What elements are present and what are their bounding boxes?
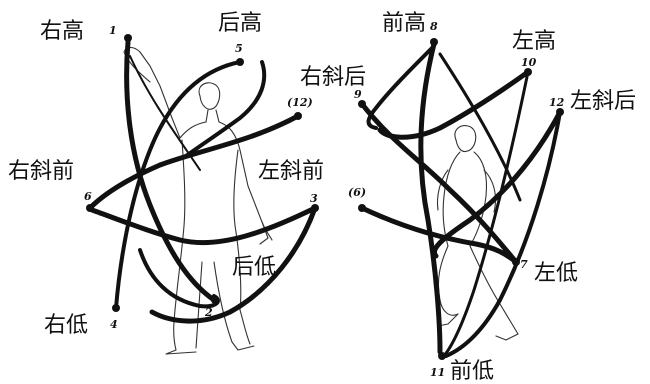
label-back-high: 后高 xyxy=(218,11,262,36)
left-figure-outline xyxy=(123,46,273,355)
label-right-diag-front: 右斜前 xyxy=(8,159,74,184)
point-7-num: 7 xyxy=(520,258,528,271)
point-1-num: 1 xyxy=(109,24,117,37)
label-left-high: 左高 xyxy=(512,29,556,54)
label-right-low: 右低 xyxy=(44,313,88,338)
point-7-dot xyxy=(512,258,520,266)
point-5-dot xyxy=(236,58,244,66)
point-9-dot xyxy=(358,100,366,108)
point-6-num: 6 xyxy=(84,190,92,203)
point-6-dot xyxy=(86,204,94,212)
label-back-low: 后低 xyxy=(232,255,276,280)
right-figure-paths xyxy=(359,41,563,358)
point-2-num: 2 xyxy=(204,306,213,319)
point-4-dot xyxy=(112,304,120,312)
label-front-low: 前低 xyxy=(450,359,494,384)
label-front-high: 前高 xyxy=(382,11,426,36)
point-3-dot xyxy=(311,204,319,212)
point-9-num: 9 xyxy=(354,88,362,101)
point-3-num: 3 xyxy=(310,192,318,205)
label-left-diag-front: 左斜前 xyxy=(258,159,324,184)
point-10-dot xyxy=(524,68,532,76)
point-8-dot xyxy=(430,38,438,46)
right-figure-labels: 前高 左高 右斜后 左斜后 左低 前低 xyxy=(300,11,636,384)
left-figure-paths xyxy=(87,39,318,324)
point-11-dot xyxy=(438,352,446,360)
point-11-num: 11 xyxy=(430,366,445,379)
label-right-diag-back: 右斜后 xyxy=(300,65,366,90)
point-6-right-dot xyxy=(358,204,366,212)
label-right-high: 右高 xyxy=(40,19,84,44)
left-figure-labels: 右高 后高 右斜前 左斜前 后低 右低 xyxy=(8,11,324,338)
point-12-dot xyxy=(294,112,302,120)
point-6-right-num: (6) xyxy=(348,186,366,199)
point-12-right-num: 12 xyxy=(549,96,565,109)
point-10-num: 10 xyxy=(521,56,537,69)
point-4-num: 4 xyxy=(110,318,118,331)
left-figure-points: 1 5 (12) 6 3 2 4 xyxy=(84,24,319,331)
point-12-right-dot xyxy=(556,108,564,116)
point-8-num: 8 xyxy=(430,20,438,33)
label-left-diag-back: 左斜后 xyxy=(570,89,636,114)
point-2-dot xyxy=(211,296,219,304)
point-5-num: 5 xyxy=(235,42,243,55)
point-1-dot xyxy=(124,34,132,42)
label-left-low: 左低 xyxy=(534,261,578,286)
point-12-num: (12) xyxy=(287,96,313,109)
right-figure-points: 8 10 9 12 (6) 7 11 xyxy=(348,20,565,379)
